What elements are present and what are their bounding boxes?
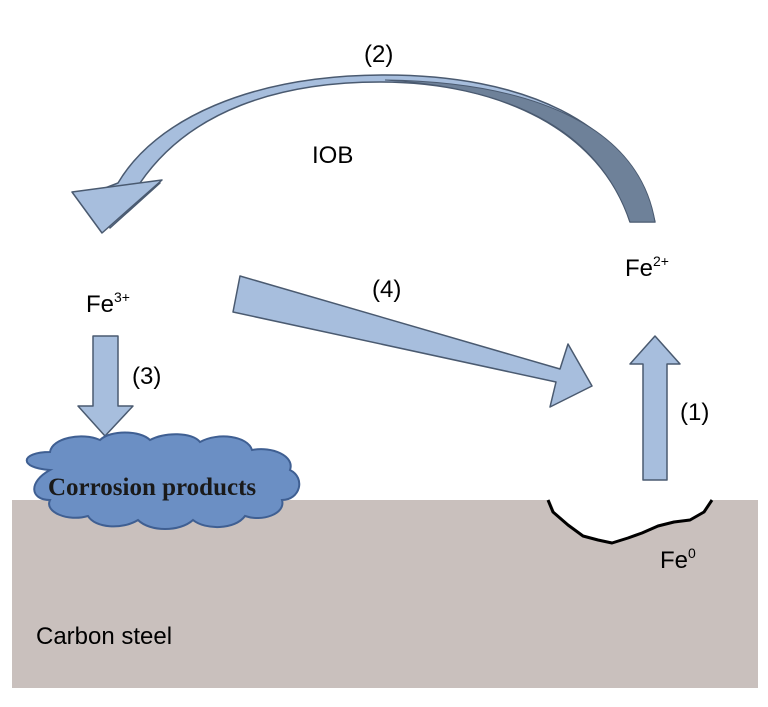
fe3-superscript: 3+ [114,289,130,305]
fe2-superscript: 2+ [653,253,669,269]
arrow-step-3 [77,335,134,437]
carbon-steel-slab [12,500,758,688]
step-3-label: (3) [132,363,161,390]
fe2-base: Fe [625,255,653,282]
carbon-steel-label: Carbon steel [36,623,172,650]
fe2-label: Fe2+ [625,253,669,282]
step-2-label: (2) [364,41,393,68]
step-4-label: (4) [372,276,401,303]
corrosion-products-label: Corrosion products [48,474,256,501]
fe0-superscript: 0 [688,545,696,561]
corrosion-products-cloud [25,431,301,530]
fe0-label: Fe0 [660,545,696,574]
arrow-step-1 [629,335,681,481]
corrosion-pit [546,499,714,545]
step-1-label: (1) [680,399,709,426]
arrow-step-4 [232,275,593,408]
fe3-base: Fe [86,291,114,318]
fe0-base: Fe [660,547,688,574]
iob-label: IOB [312,142,353,169]
fe3-label: Fe3+ [86,289,130,318]
arrow-step-2 [71,74,656,234]
